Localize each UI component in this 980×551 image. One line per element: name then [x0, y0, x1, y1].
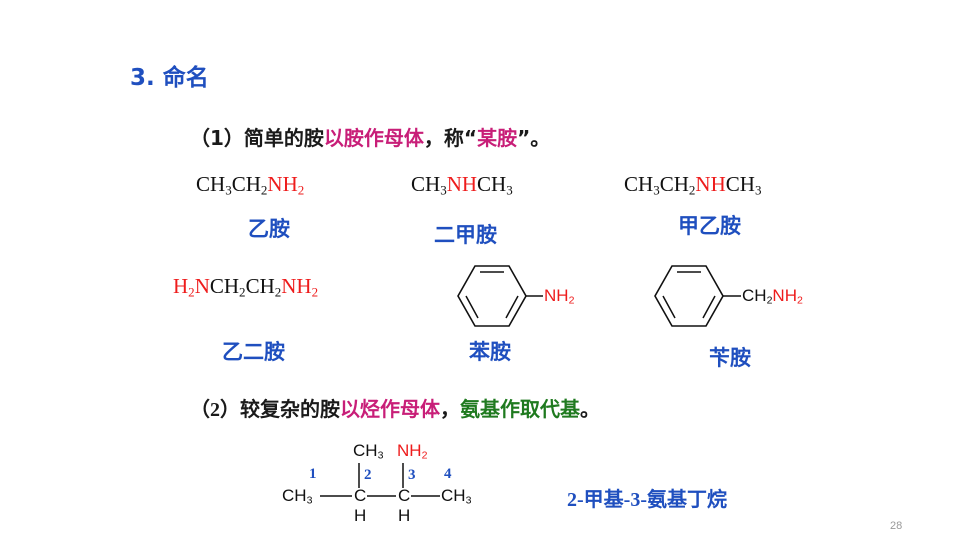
formula-dimethylamine: CH3NHCH3 — [411, 172, 513, 198]
aniline-substituent: NH2 — [544, 286, 575, 307]
carbon-number-1: 1 — [309, 466, 317, 482]
rule-complex-amines: （2）较复杂的胺以烃作母体，氨基作取代基。 — [190, 397, 600, 421]
structure-top-amino: NH2 — [397, 441, 428, 462]
structure-carbon-2: C — [354, 486, 367, 505]
name-ethylmethylamine: 甲乙胺 — [678, 214, 741, 238]
name-ethylamine: 乙胺 — [248, 217, 290, 241]
section-heading: 3. 命名 — [130, 65, 209, 91]
structure-left-methyl: CH3 — [282, 486, 313, 507]
structure-right-methyl: CH3 — [441, 486, 472, 507]
structure-carbon-3: C — [398, 486, 411, 505]
page-number: 28 — [890, 520, 903, 532]
structure-hydrogen-3: H — [398, 506, 411, 525]
structure-hydrogen-2: H — [354, 506, 367, 525]
name-benzylamine: 苄胺 — [709, 346, 751, 370]
name-ethylenediamine: 乙二胺 — [222, 340, 285, 364]
formula-ethylenediamine: H2NCH2CH2NH2 — [173, 274, 319, 300]
rule-text: ，称“ — [423, 126, 478, 150]
rule-simple-amines: （1）简单的胺以胺作母体，称“某胺”。 — [190, 122, 550, 151]
rule-text: ”。 — [517, 126, 551, 150]
rule-text: （1）简单的胺 — [190, 126, 324, 150]
carbon-number-3: 3 — [408, 467, 416, 483]
carbon-number-4: 4 — [444, 466, 452, 482]
structure-top-methyl: CH3 — [353, 441, 384, 462]
name-aniline: 苯胺 — [469, 340, 511, 364]
structure-iupac-name: 2-甲基-3-氨基丁烷 — [567, 487, 727, 511]
benzylamine-substituent: CH2NH2 — [742, 286, 803, 307]
carbon-number-2: 2 — [364, 467, 372, 483]
formula-ethylmethylamine: CH3CH2NHCH3 — [624, 172, 762, 198]
name-dimethylamine: 二甲胺 — [434, 223, 497, 247]
formula-ethylamine: CH3CH2NH2 — [196, 172, 305, 198]
rule-highlight: 某胺 — [477, 126, 518, 150]
rule-highlight: 以胺作母体 — [323, 126, 424, 150]
